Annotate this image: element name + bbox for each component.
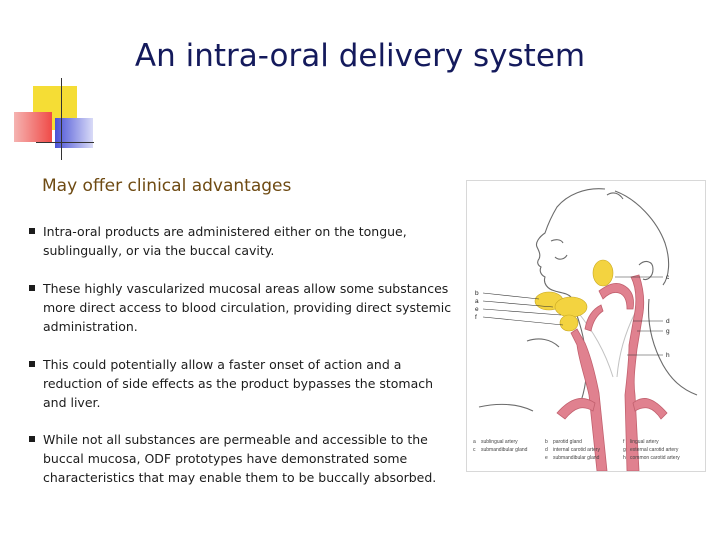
neck-lines	[576, 310, 636, 378]
leader-lines	[482, 276, 663, 356]
label-a: a	[475, 298, 479, 305]
subclavian-branch-right	[632, 398, 668, 420]
slide-title: An intra-oral delivery system	[134, 38, 586, 74]
bullet-square-icon	[29, 436, 35, 442]
legend-text: common carotid artery	[630, 455, 680, 461]
legend-text: external carotid artery	[630, 447, 679, 453]
legend-text: submandibular gland	[481, 447, 528, 453]
head-neck-anatomy-illustration: b a e f c d g h a sublingual artery b pa…	[473, 188, 698, 472]
bullet-square-icon	[29, 361, 35, 367]
bullet-text: This could potentially allow a faster on…	[43, 357, 434, 410]
label-g: g	[666, 328, 670, 335]
legend-key: f	[623, 439, 625, 445]
bullet-text: These highly vascularized mucosal areas …	[43, 281, 452, 334]
bullet-square-icon	[29, 285, 35, 291]
submandibular-gland	[554, 296, 588, 318]
anatomy-figure: b a e f c d g h a sublingual artery b pa…	[466, 180, 706, 472]
label-e: e	[475, 306, 479, 313]
head-outline	[478, 188, 698, 412]
common-carotid-artery-left	[570, 328, 608, 472]
label-b: b	[475, 290, 479, 297]
legend-key: c	[473, 447, 476, 453]
carotid-artery-right	[624, 274, 645, 472]
slide-subtitle: May offer clinical advantages	[42, 176, 292, 196]
label-h: h	[666, 352, 670, 359]
decor-horizontal-line	[36, 142, 94, 143]
legend-text: sublingual artery	[481, 439, 518, 445]
bullet-list: Intra-oral products are administered eit…	[28, 222, 458, 487]
bullet-item: While not all substances are permeable a…	[28, 430, 458, 487]
label-c: c	[666, 274, 670, 281]
legend-text: internal carotid artery	[553, 447, 600, 453]
bullet-text: Intra-oral products are administered eit…	[43, 224, 407, 258]
decor-red-square	[14, 112, 52, 142]
decor-vertical-line	[61, 78, 62, 160]
submandibular-gland-lower	[559, 314, 579, 332]
label-d: d	[666, 318, 670, 325]
subclavian-branch-left	[556, 398, 596, 420]
figure-legend: a sublingual artery b parotid gland f li…	[473, 439, 680, 461]
legend-key: d	[545, 447, 548, 453]
bullet-text: While not all substances are permeable a…	[43, 432, 437, 485]
right-labels: c d g h	[666, 274, 670, 359]
salivary-glands	[534, 259, 614, 332]
legend-key: e	[545, 455, 548, 461]
legend-text: submandibular gland	[553, 455, 600, 461]
bullet-item: These highly vascularized mucosal areas …	[28, 279, 458, 336]
bullet-item: Intra-oral products are administered eit…	[28, 222, 458, 260]
bullet-item: This could potentially allow a faster on…	[28, 355, 458, 412]
bullet-square-icon	[29, 228, 35, 234]
legend-key: b	[545, 439, 548, 445]
label-f: f	[475, 314, 477, 321]
parotid-gland	[592, 259, 614, 287]
legend-text: lingual artery	[630, 439, 659, 445]
legend-key: a	[473, 439, 476, 445]
lingual-artery	[584, 304, 604, 332]
legend-key: g	[623, 447, 626, 453]
legend-text: parotid gland	[553, 439, 582, 445]
artery-network	[556, 274, 668, 472]
left-labels: b a e f	[475, 290, 479, 321]
legend-key: h	[623, 455, 626, 461]
external-carotid-branch	[598, 283, 634, 310]
